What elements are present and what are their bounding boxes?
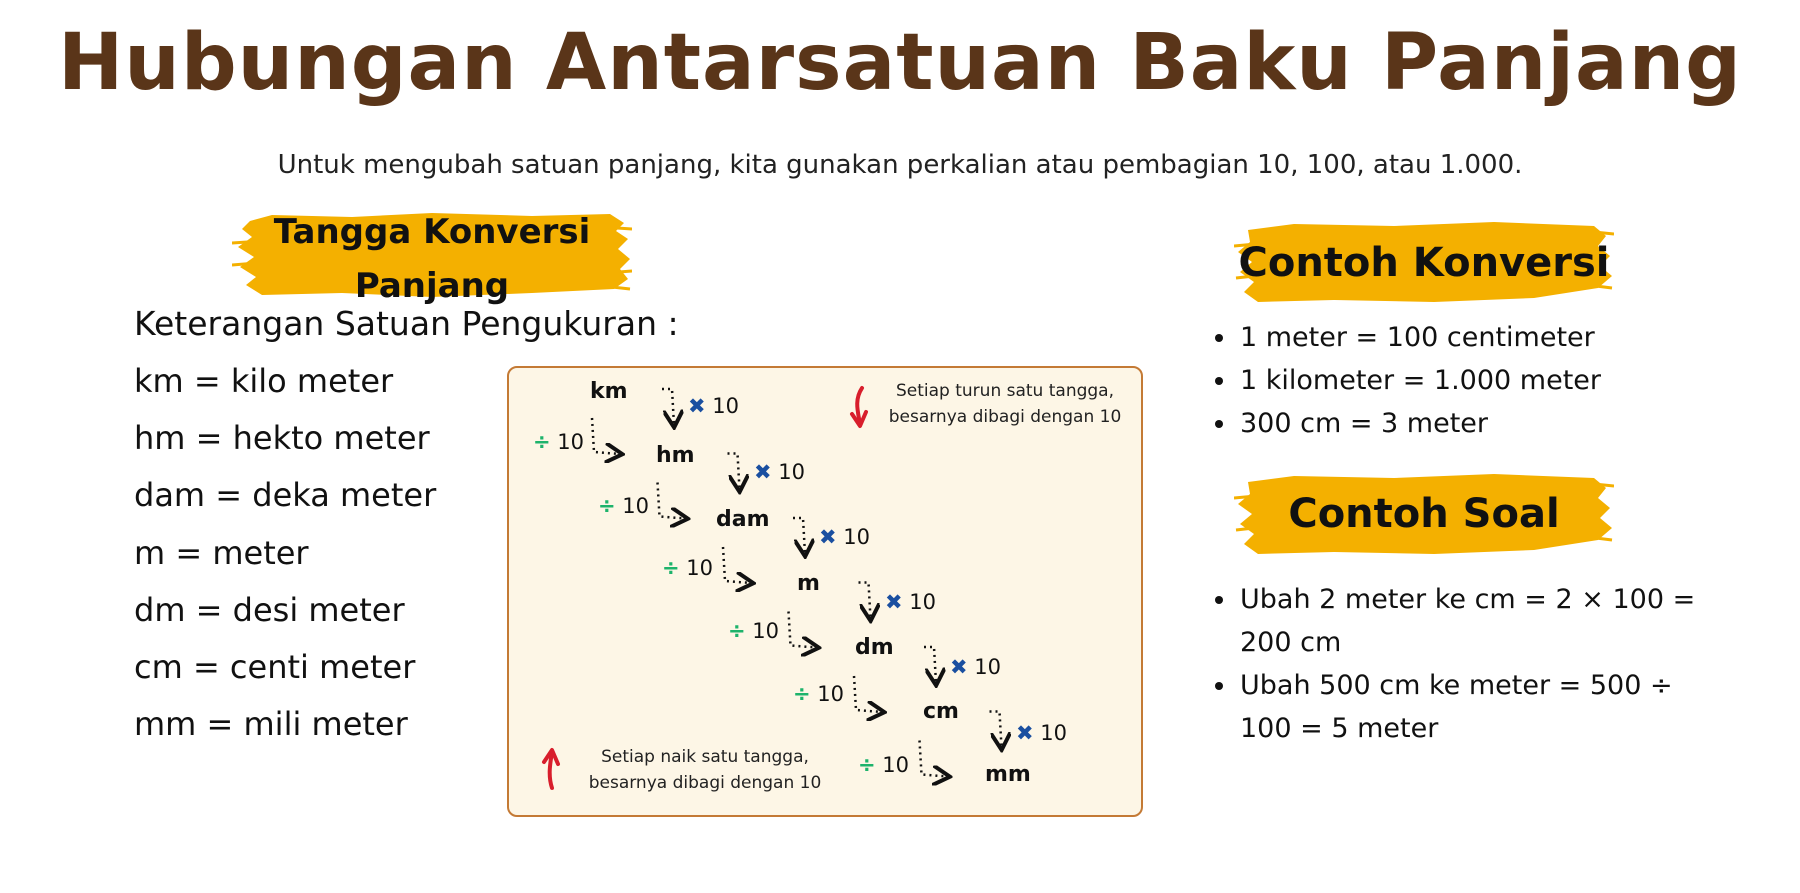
unit-item: dm = desi meter bbox=[134, 591, 405, 629]
multiply-icon: ✖ bbox=[688, 394, 706, 418]
divide-right-arrow bbox=[721, 546, 751, 583]
units-heading: Keterangan Satuan Pengukuran : bbox=[134, 304, 679, 343]
divide-label: ÷ 10 bbox=[793, 682, 845, 706]
note-step-down: Setiap turun satu tangga, besarnya dibag… bbox=[888, 381, 1122, 427]
ladder-step-m: m bbox=[797, 571, 820, 596]
page-title: Hubungan Antarsatuan Baku Panjang bbox=[58, 18, 1742, 108]
divide-right-arrow bbox=[852, 675, 882, 712]
multiply-down-arrow bbox=[727, 452, 740, 490]
multiply-icon: ✖ bbox=[819, 525, 837, 549]
banner-title-ladder: Tangga Konversi Panjang bbox=[232, 205, 632, 313]
conversion-ladder-panel bbox=[507, 366, 1143, 817]
page-subtitle: Untuk mengubah satuan panjang, kita guna… bbox=[277, 150, 1523, 180]
ladder-step-mm: mm bbox=[985, 762, 1031, 787]
unit-item: km = kilo meter bbox=[134, 362, 394, 400]
ladder-step-dm: dm bbox=[855, 635, 894, 660]
banner-title-line-1: Tangga Konversi bbox=[273, 212, 591, 252]
divide-label: ÷ 10 bbox=[598, 494, 650, 518]
divide-label: ÷ 10 bbox=[858, 753, 910, 777]
banner-title-problems: Contoh Soal bbox=[1288, 491, 1560, 537]
note-step-up: Setiap naik satu tangga, besarnya dibagi… bbox=[588, 747, 822, 793]
multiply-icon: ✖ bbox=[885, 590, 903, 614]
unit-item: dam = deka meter bbox=[134, 476, 437, 514]
multiply-down-arrow bbox=[662, 387, 674, 425]
divide-label: ÷ 10 bbox=[662, 556, 714, 580]
unit-item: cm = centi meter bbox=[134, 648, 416, 686]
banner-title-conversion: Contoh Konversi bbox=[1238, 240, 1610, 286]
unit-item: hm = hekto meter bbox=[134, 419, 430, 457]
multiply-down-arrow bbox=[858, 581, 871, 619]
banner-brush-conversion bbox=[1234, 222, 1614, 302]
divide-right-arrow bbox=[590, 417, 620, 454]
conversion-list: 1 meter = 100 centimeter 1 kilometer = 1… bbox=[1208, 316, 1738, 445]
multiply-down-arrow bbox=[924, 645, 936, 683]
banner-brush-left bbox=[232, 213, 632, 297]
multiply-down-arrow bbox=[793, 516, 805, 554]
conversion-item: 1 meter = 100 centimeter bbox=[1238, 316, 1738, 359]
divide-right-arrow bbox=[918, 740, 948, 777]
multiply-icon: ✖ bbox=[754, 460, 772, 484]
divide-right-arrow bbox=[656, 482, 686, 519]
conversion-item: 300 cm = 3 meter bbox=[1238, 402, 1738, 445]
ladder-step-km: km bbox=[590, 379, 628, 404]
divide-icon: ÷ bbox=[728, 619, 746, 643]
problem-list: Ubah 2 meter ke cm = 2 × 100 = 200 cm Ub… bbox=[1208, 578, 1698, 750]
multiply-icon: ✖ bbox=[1016, 721, 1034, 745]
ladder-step-cm: cm bbox=[923, 699, 959, 724]
divide-right-arrow bbox=[787, 611, 817, 648]
multiply-label: ✖ 10 bbox=[754, 460, 806, 484]
red-down-arrow-icon bbox=[855, 386, 864, 426]
divide-icon: ÷ bbox=[793, 682, 811, 706]
divide-icon: ÷ bbox=[598, 494, 616, 518]
unit-item: mm = mili meter bbox=[134, 705, 408, 743]
multiply-label: ✖ 10 bbox=[1016, 721, 1068, 745]
divide-icon: ÷ bbox=[662, 556, 680, 580]
multiply-label: ✖ 10 bbox=[688, 394, 740, 418]
multiply-down-arrow bbox=[989, 710, 1002, 748]
banner-brush-problems bbox=[1234, 474, 1614, 554]
multiply-label: ✖ 10 bbox=[819, 525, 871, 549]
ladder-step-hm: hm bbox=[656, 443, 695, 468]
divide-label: ÷ 10 bbox=[533, 430, 585, 454]
problem-item: Ubah 500 cm ke meter = 500 ÷ 100 = 5 met… bbox=[1238, 664, 1698, 750]
red-up-arrow-icon bbox=[547, 750, 554, 790]
divide-icon: ÷ bbox=[858, 753, 876, 777]
divide-label: ÷ 10 bbox=[728, 619, 780, 643]
multiply-label: ✖ 10 bbox=[885, 590, 937, 614]
conversion-item: 1 kilometer = 1.000 meter bbox=[1238, 359, 1738, 402]
multiply-icon: ✖ bbox=[950, 655, 968, 679]
ladder-step-dam: dam bbox=[716, 507, 770, 532]
problem-item: Ubah 2 meter ke cm = 2 × 100 = 200 cm bbox=[1238, 578, 1698, 664]
unit-item: m = meter bbox=[134, 534, 309, 572]
divide-icon: ÷ bbox=[533, 430, 551, 454]
banner-title-line-2: Panjang bbox=[354, 266, 510, 306]
multiply-label: ✖ 10 bbox=[950, 655, 1002, 679]
